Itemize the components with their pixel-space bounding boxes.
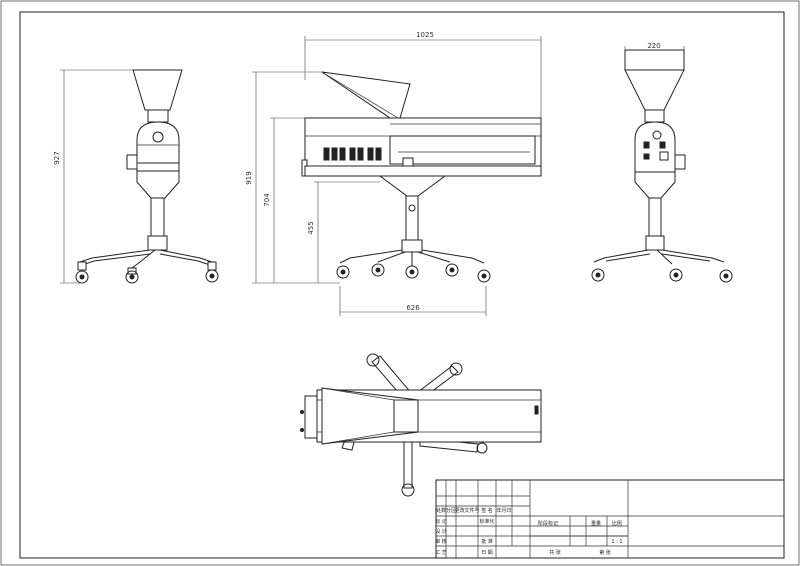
- dim-height-total: 919: [245, 171, 253, 184]
- tb-weight-label: 重量: [591, 520, 601, 527]
- front-view: 1025 919 704 455 626: [245, 31, 542, 316]
- dim-height-column: 455: [307, 221, 315, 234]
- tb-ratio-label: 比例: [612, 520, 622, 527]
- tb-std-label: 标准化: [479, 518, 494, 525]
- inner-border: [19, 11, 785, 559]
- tb-date-label: 日 期: [481, 550, 493, 556]
- tb-scale: 1 : 1: [611, 539, 622, 545]
- tb-col-label-2: 更改文件号: [454, 507, 479, 514]
- tb-row-label-1: 设 计: [435, 528, 447, 535]
- tb-col-label-1: 分区: [446, 507, 456, 514]
- tb-sheet-total: 共 张: [549, 549, 561, 556]
- tb-row-label-3: 工 艺: [435, 550, 447, 556]
- top-view: [300, 353, 542, 497]
- dim-overall-length: 1025: [416, 31, 434, 39]
- tb-approve-label: 批 准: [481, 538, 493, 545]
- left-side-view: 927: [53, 69, 219, 284]
- right-side-view: 220: [591, 42, 733, 283]
- tb-col-label-3: 签 名: [481, 507, 493, 514]
- tb-stage-label: 阶段标记: [538, 520, 558, 527]
- tb-row-label-2: 审 核: [435, 538, 447, 545]
- tb-col-label-4: 年月日: [496, 507, 511, 514]
- vent-slots: [323, 147, 382, 161]
- title-block: 处数 分区 更改文件号 签 名 年月日 标 记 设 计 审 核 工 艺 标准化 …: [435, 479, 785, 559]
- dim-base-span: 626: [406, 304, 420, 312]
- dim-height-left: 927: [53, 151, 61, 164]
- dim-hopper-width: 220: [647, 42, 660, 50]
- tb-sheet-no: 第 张: [599, 549, 611, 556]
- tb-col-label-0: 处数: [436, 507, 446, 514]
- dim-height-hopper-base: 704: [263, 193, 271, 207]
- tb-row-label-0: 标 记: [435, 518, 447, 525]
